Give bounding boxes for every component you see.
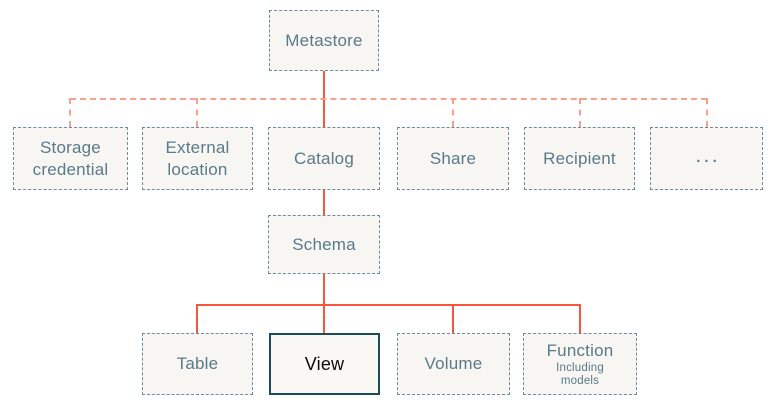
connector-drop-table	[196, 304, 198, 333]
connector-drop-ellipsis	[706, 98, 708, 127]
node-label: Function	[546, 340, 614, 360]
node-label: Table	[176, 354, 219, 374]
connector-schema-view	[323, 274, 325, 333]
connector-drop-volume	[452, 304, 454, 333]
node-schema: Schema	[268, 215, 380, 274]
node-label: Catalog	[294, 148, 354, 168]
node-label: Volume	[424, 354, 483, 374]
node-label: Schema	[292, 234, 356, 254]
node-table: Table	[142, 333, 253, 395]
node-metastore: Metastore	[269, 10, 379, 71]
connector-catalog-schema	[323, 190, 325, 215]
node-sublabel: Including models	[556, 361, 604, 388]
node-view: View	[269, 333, 380, 395]
node-catalog: Catalog	[268, 127, 380, 190]
connector-schema-children-rail	[196, 304, 580, 306]
node-external-location: External location	[142, 127, 253, 190]
node-function: Function Including models	[523, 333, 637, 395]
connector-drop-external-location	[196, 98, 198, 127]
connector-drop-recipient	[579, 98, 581, 127]
node-label: External location	[165, 138, 230, 179]
node-share: Share	[397, 127, 509, 190]
connector-metastore-children-rail	[70, 98, 707, 100]
node-label: Storage credential	[32, 138, 109, 179]
connector-drop-function	[579, 304, 581, 333]
node-label: View	[304, 353, 345, 374]
node-storage-credential: Storage credential	[13, 127, 128, 190]
node-volume: Volume	[397, 333, 510, 395]
node-label: Share	[429, 148, 477, 168]
connector-drop-storage-credential	[69, 98, 71, 127]
node-label: ...	[696, 149, 721, 167]
node-label: Metastore	[285, 30, 363, 50]
node-recipient: Recipient	[524, 127, 635, 190]
node-label: Recipient	[543, 148, 616, 168]
connector-drop-share	[452, 98, 454, 127]
node-ellipsis: ...	[650, 127, 763, 190]
